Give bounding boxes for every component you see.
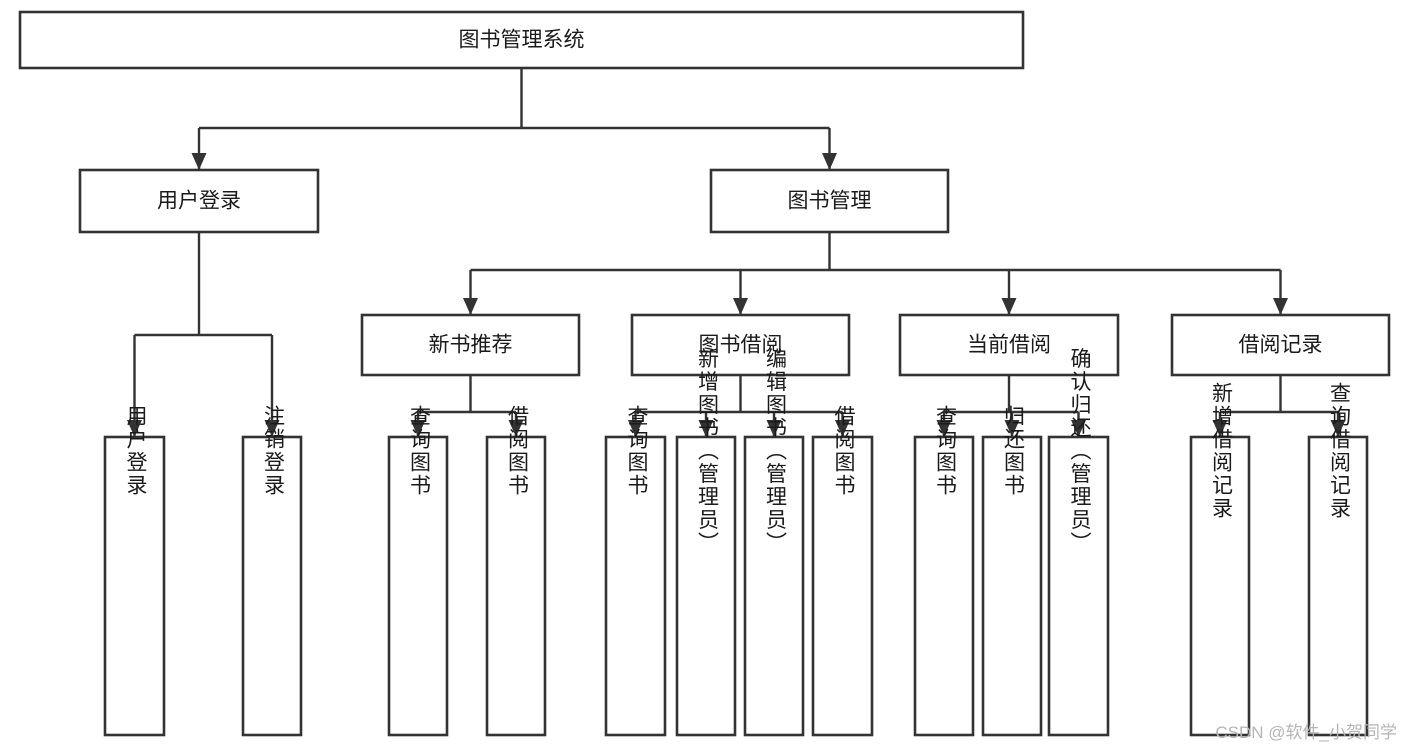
node-l-add-borrow-record[interactable]: 新增借阅记录 bbox=[1189, 382, 1251, 737]
arrow-head-icon bbox=[698, 420, 714, 437]
node-label: 借阅图书 bbox=[832, 405, 856, 497]
node-label: 查询借阅记录 bbox=[1327, 382, 1351, 520]
node-l-query-borrow-record[interactable]: 查询借阅记录 bbox=[1307, 382, 1369, 737]
node-n-book-borrow[interactable]: 图书借阅 bbox=[630, 313, 851, 377]
node-label: 查询图书 bbox=[407, 405, 431, 497]
node-box bbox=[913, 435, 975, 737]
node-label: 查询图书 bbox=[625, 405, 649, 497]
node-label: 编辑图书（管理员） bbox=[763, 348, 787, 555]
arrow-head-icon bbox=[1273, 298, 1288, 315]
node-box bbox=[604, 435, 667, 737]
node-label: 查询图书 bbox=[933, 405, 957, 497]
node-l-confirm-return-admin[interactable]: 确认归还（管理员） bbox=[1047, 348, 1110, 737]
node-l-user-login[interactable]: 用户登录 bbox=[103, 405, 166, 737]
node-box bbox=[743, 435, 805, 737]
node-box bbox=[1047, 435, 1110, 737]
node-label: 新增图书（管理员） bbox=[695, 348, 719, 555]
arrow-head-icon bbox=[410, 420, 426, 437]
node-n-new-book-rec[interactable]: 新书推荐 bbox=[360, 313, 581, 377]
node-box bbox=[981, 435, 1043, 737]
node-l-return-book[interactable]: 归还图书 bbox=[981, 405, 1043, 737]
node-l-query-book-3[interactable]: 查询图书 bbox=[913, 405, 975, 737]
node-label: 新增借阅记录 bbox=[1209, 382, 1233, 520]
node-n-borrow-record[interactable]: 借阅记录 bbox=[1170, 313, 1391, 377]
node-n-user-login[interactable]: 用户登录 bbox=[78, 168, 320, 234]
arrow-head-icon bbox=[628, 420, 643, 437]
node-box bbox=[1170, 313, 1391, 377]
node-box bbox=[709, 168, 950, 234]
node-box bbox=[630, 313, 851, 377]
node-box bbox=[387, 435, 449, 737]
node-label: 借阅图书 bbox=[505, 405, 529, 497]
node-l-borrow-book-1[interactable]: 借阅图书 bbox=[485, 405, 547, 737]
node-label: 确认归还（管理员） bbox=[1068, 348, 1092, 555]
node-box bbox=[360, 313, 581, 377]
node-label: 用户登录 bbox=[157, 190, 241, 213]
arrow-head-icon bbox=[822, 153, 837, 170]
arrow-head-icon bbox=[1004, 420, 1020, 437]
connectors-layer bbox=[127, 68, 1346, 437]
node-label: 注销登录 bbox=[261, 405, 285, 497]
csdn-watermark: CSDN @软件_小贺同学 bbox=[1215, 723, 1397, 742]
arrow-head-icon bbox=[191, 153, 207, 170]
node-box bbox=[1189, 435, 1251, 737]
nodes-layer: 图书管理系统用户登录图书管理新书推荐图书借阅当前借阅借阅记录用户登录注销登录查询… bbox=[18, 10, 1391, 737]
node-l-query-book-1[interactable]: 查询图书 bbox=[387, 405, 449, 737]
node-l-add-book-admin[interactable]: 新增图书（管理员） bbox=[675, 348, 737, 737]
arrow-head-icon bbox=[936, 420, 952, 437]
node-n-book-manage[interactable]: 图书管理 bbox=[709, 168, 950, 234]
node-root[interactable]: 图书管理系统 bbox=[18, 10, 1025, 70]
node-n-current-borrow[interactable]: 当前借阅 bbox=[898, 313, 1120, 377]
node-box bbox=[898, 313, 1120, 377]
arrow-head-icon bbox=[127, 420, 142, 437]
node-label: 图书借阅 bbox=[699, 334, 783, 357]
arrow-head-icon bbox=[1212, 420, 1228, 437]
arrow-head-icon bbox=[766, 420, 782, 437]
node-label: 用户登录 bbox=[124, 405, 148, 497]
node-label: 图书管理系统 bbox=[459, 29, 585, 52]
arrow-head-icon bbox=[264, 420, 280, 437]
node-box bbox=[811, 435, 874, 737]
node-label: 归还图书 bbox=[1001, 405, 1025, 497]
node-l-borrow-book-2[interactable]: 借阅图书 bbox=[811, 405, 874, 737]
arrow-head-icon bbox=[733, 298, 748, 315]
node-l-query-book-2[interactable]: 查询图书 bbox=[604, 405, 667, 737]
node-box bbox=[485, 435, 547, 737]
node-box bbox=[675, 435, 737, 737]
arrow-head-icon bbox=[1330, 420, 1346, 437]
node-label: 当前借阅 bbox=[967, 334, 1051, 357]
node-label: 借阅记录 bbox=[1239, 334, 1323, 357]
arrow-head-icon bbox=[1071, 420, 1086, 437]
node-box bbox=[241, 435, 303, 737]
node-box bbox=[18, 10, 1025, 70]
arrow-head-icon bbox=[1001, 298, 1017, 315]
node-l-user-logout[interactable]: 注销登录 bbox=[241, 405, 303, 737]
node-label: 图书管理 bbox=[788, 190, 872, 213]
node-label: 新书推荐 bbox=[429, 334, 513, 357]
node-l-edit-book-admin[interactable]: 编辑图书（管理员） bbox=[743, 348, 805, 737]
node-box bbox=[1307, 435, 1369, 737]
arrow-head-icon bbox=[508, 420, 524, 437]
arrow-head-icon bbox=[835, 420, 850, 437]
arrow-head-icon bbox=[463, 298, 478, 315]
node-box bbox=[78, 168, 320, 234]
node-box bbox=[103, 435, 166, 737]
